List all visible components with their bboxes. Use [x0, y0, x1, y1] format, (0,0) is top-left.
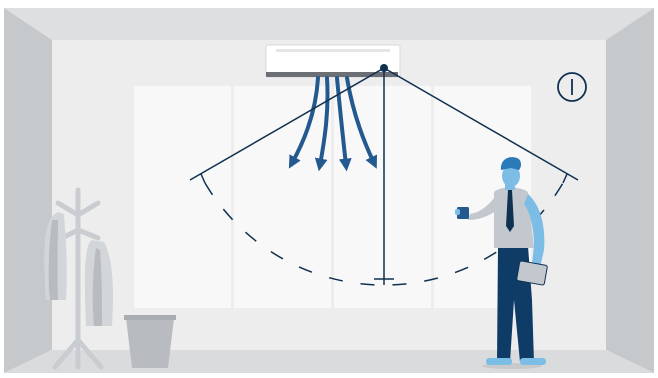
floor: [4, 350, 654, 373]
right-wall: [606, 8, 654, 373]
window-panel-2: [234, 86, 331, 308]
air-conditioner-icon: [266, 45, 400, 77]
trash-bin-icon: [124, 315, 176, 368]
pivot-point: [380, 64, 388, 72]
window-panel-3: [334, 86, 431, 308]
ceiling: [4, 8, 654, 40]
person-shoe-left: [486, 358, 512, 365]
person-shoe-right: [520, 358, 546, 365]
window-panel-1: [134, 86, 231, 308]
left-wall: [4, 8, 52, 373]
person-tablet: [516, 261, 547, 286]
